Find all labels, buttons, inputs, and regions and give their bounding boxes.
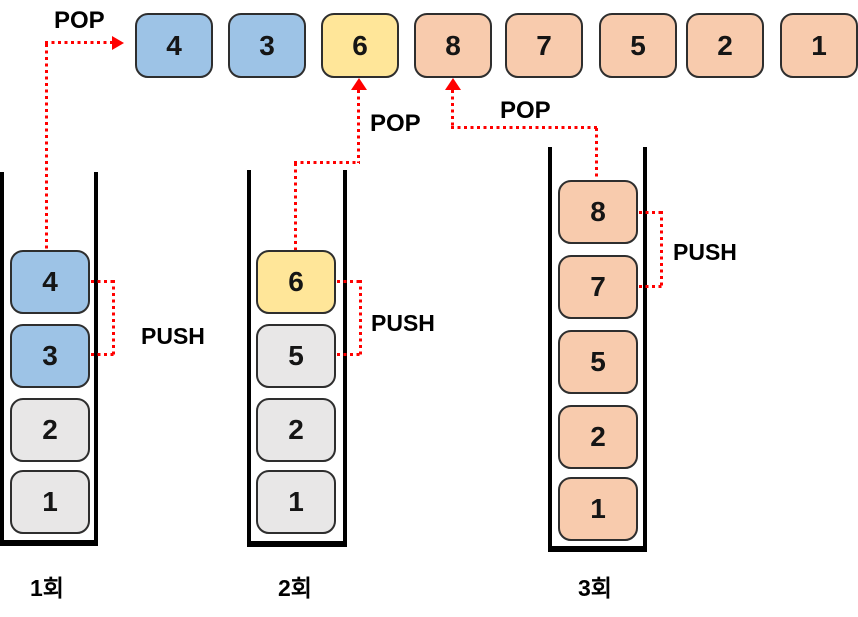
stack-1-container xyxy=(0,172,98,546)
stack3-box-5: 5 xyxy=(558,330,638,394)
pop1-path-horizontal xyxy=(45,41,113,44)
pop-label-1: POP xyxy=(54,7,105,34)
output-box-3: 3 xyxy=(228,13,306,78)
push3-bracket-side xyxy=(660,211,663,288)
output-box-1: 1 xyxy=(780,13,858,78)
stack-3-container xyxy=(548,147,647,552)
stack2-box-1: 1 xyxy=(256,470,336,534)
stage1-caption: 1회 xyxy=(30,575,64,601)
stack1-box-2: 2 xyxy=(10,398,90,462)
pop3-path-vertical-upper xyxy=(451,90,454,129)
output-box-5: 5 xyxy=(599,13,677,78)
push2-bracket-side xyxy=(359,280,362,356)
stack3-box-2: 2 xyxy=(558,405,638,469)
push2-bracket-bottom xyxy=(337,353,362,356)
push2-bracket-top xyxy=(337,280,362,283)
stack3-box-8: 8 xyxy=(558,180,638,244)
push-label-2: PUSH xyxy=(371,310,435,336)
pop-label-2: POP xyxy=(370,110,421,137)
stage2-caption: 2회 xyxy=(278,575,312,601)
stack-2-container xyxy=(247,170,347,547)
push3-bracket-top xyxy=(639,211,663,214)
pop3-arrowhead-icon xyxy=(445,78,461,90)
stack1-box-4: 4 xyxy=(10,250,90,314)
push1-bracket-bottom xyxy=(91,353,115,356)
push3-bracket-bottom xyxy=(639,285,663,288)
pop2-path-vertical-upper xyxy=(357,90,360,163)
push-label-3: PUSH xyxy=(673,239,737,265)
stack1-box-3: 3 xyxy=(10,324,90,388)
pop1-path-vertical xyxy=(45,44,48,250)
output-box-6: 6 xyxy=(321,13,399,78)
push1-bracket-side xyxy=(112,280,115,356)
output-box-8: 8 xyxy=(414,13,492,78)
pop-label-3: POP xyxy=(500,97,551,124)
stack3-box-1: 1 xyxy=(558,477,638,541)
stage3-caption: 3회 xyxy=(578,575,612,601)
output-box-7: 7 xyxy=(505,13,583,78)
pop2-arrowhead-icon xyxy=(351,78,367,90)
pop2-path-horizontal xyxy=(294,161,360,164)
pop1-arrowhead-icon xyxy=(112,36,124,50)
stack2-box-5: 5 xyxy=(256,324,336,388)
stack2-box-6: 6 xyxy=(256,250,336,314)
stack3-box-7: 7 xyxy=(558,255,638,319)
pop3-path-vertical-lower xyxy=(595,128,598,180)
push-label-1: PUSH xyxy=(141,323,205,349)
push1-bracket-top xyxy=(91,280,115,283)
output-box-2: 2 xyxy=(686,13,764,78)
stack1-box-1: 1 xyxy=(10,470,90,534)
stack2-box-2: 2 xyxy=(256,398,336,462)
pop2-path-vertical-lower xyxy=(294,163,297,250)
output-box-4: 4 xyxy=(135,13,213,78)
pop3-path-horizontal xyxy=(451,126,598,129)
